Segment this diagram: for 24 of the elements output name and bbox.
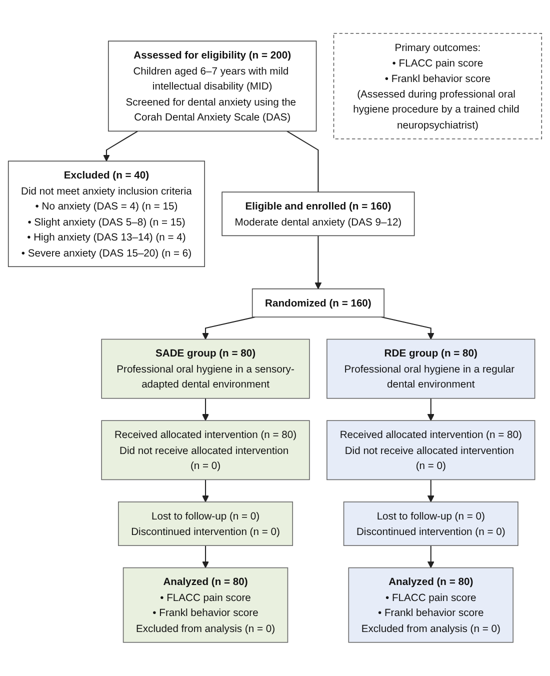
node-box: Primary outcomes: • FLACC pain score • Frankl behavior score (Assessed during professional oral hygiene procedure by a trained child neuropsychiatrist) (333, 33, 542, 140)
arrow (427, 398, 434, 422)
node-box: Received allocated intervention (n = 80) Did not receive allocated intervention (n = 0) (326, 420, 536, 480)
arrow (202, 398, 209, 422)
node-box: Lost to follow-up (n = 0) Discontinued intervention (n = 0) (343, 502, 518, 546)
node-box: Lost to follow-up (n = 0) Discontinued intervention (n = 0) (118, 502, 294, 546)
arrow (314, 236, 322, 290)
node-box: RDE group (n = 80) Professional oral hygiene in a regular dental environment (326, 338, 536, 399)
node-box: Excluded (n = 40) Did not meet anxiety inclusion criteria • No anxiety (DAS = 4) (n = 15) • Slight anxiety (DAS 5–8) (n = 15) • High anxiety (DAS 13–14) (n = 4) • Severe anxiety (DAS 15–20) (n = 6) (8, 160, 205, 268)
node-box: Received allocated intervention (n = 80) Did not receive allocated intervention (n = 0) (101, 420, 310, 480)
node-box: Analyzed (n = 80) • FLACC pain score • Frankl behavior score Excluded from analysis (n = 0) (122, 568, 288, 643)
node-box: SADE group (n = 80) Professional oral hygiene in a sensory-adapted dental environment (101, 338, 310, 399)
arrow (427, 480, 434, 502)
arrow (381, 316, 434, 340)
node-box: Randomized (n = 160) (252, 288, 384, 318)
arrow (202, 546, 209, 568)
node-box: Analyzed (n = 80) • FLACC pain score • Frankl behavior score Excluded from analysis (n = 0) (348, 568, 514, 643)
node-box: Assessed for eligibility (n = 200) Children aged 6–7 years with mild intellectual disability (MID) Screened for dental anxiety using the Corah Dental Anxiety Scale (DAS) (108, 40, 317, 132)
arrow (202, 316, 256, 340)
connector (286, 130, 319, 192)
arrow (202, 480, 209, 502)
node-box: Eligible and enrolled (n = 160) Moderate dental anxiety (DAS 9–12) (222, 192, 415, 236)
arrow (427, 546, 434, 568)
arrow (102, 130, 138, 162)
